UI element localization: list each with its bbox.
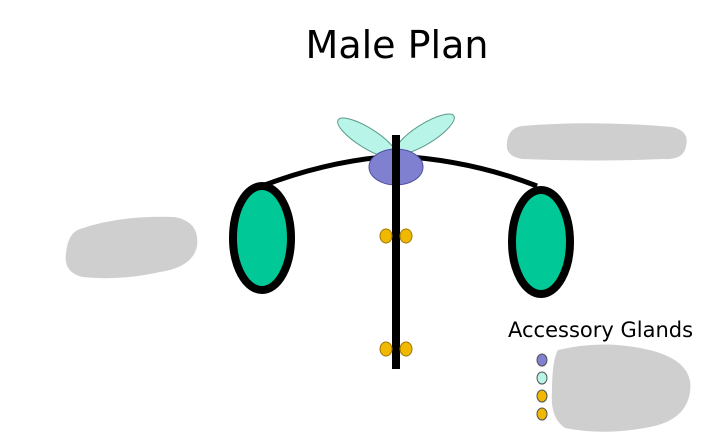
legend-swatches xyxy=(536,353,548,421)
right-testis xyxy=(508,186,574,298)
redacted-label-top-right xyxy=(506,123,687,161)
redacted-label-bottom-right xyxy=(551,344,691,432)
orange-gland-swatch-1 xyxy=(536,389,548,403)
page-title: Male Plan xyxy=(306,23,489,67)
lower-right-small-gland xyxy=(399,341,413,357)
cyan-gland-swatch xyxy=(536,371,548,385)
orange-gland-swatch-2 xyxy=(536,407,548,421)
upper-left-small-gland xyxy=(379,228,393,244)
urethra-line xyxy=(392,135,400,369)
legend-heading: Accessory Glands xyxy=(508,318,693,342)
upper-right-small-gland xyxy=(399,228,413,244)
purple-gland-swatch xyxy=(536,353,548,367)
redacted-label-left xyxy=(65,216,198,279)
lower-left-small-gland xyxy=(379,341,393,357)
left-testis xyxy=(229,182,295,294)
